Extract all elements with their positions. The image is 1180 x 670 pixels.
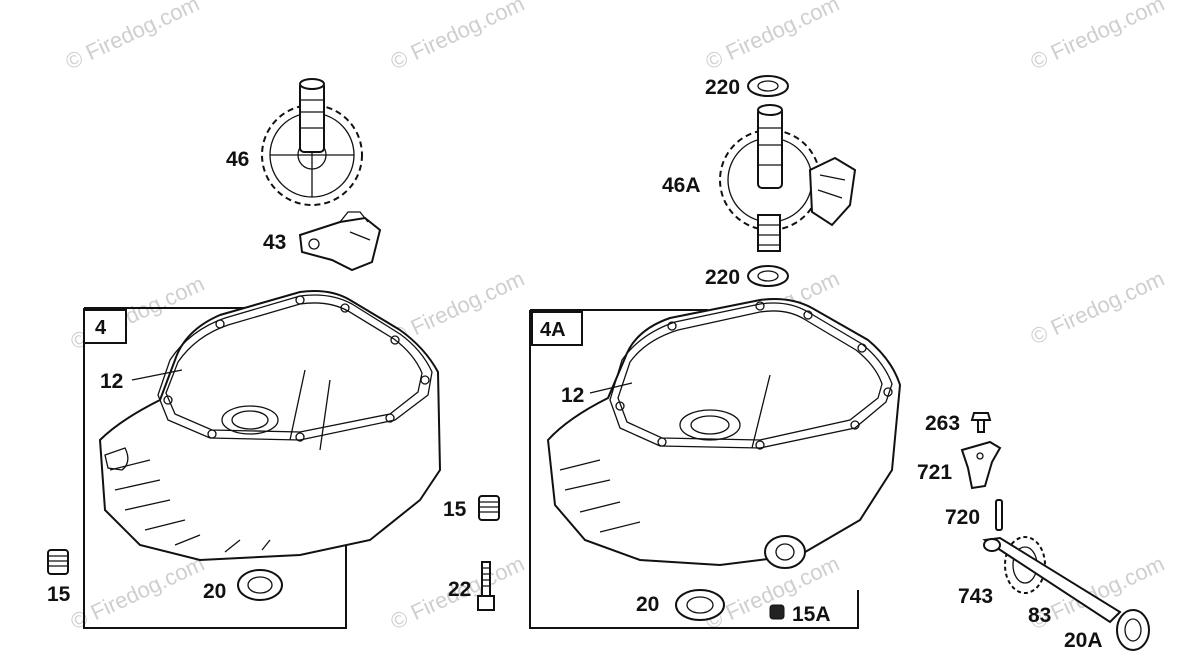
callout-label-46: 46 — [226, 148, 249, 171]
callout-frame-4a — [529, 309, 859, 629]
callout-label-15a: 15A — [792, 603, 831, 626]
part-83-shaft: 83 — [982, 536, 1122, 627]
callout-frame-4 — [83, 307, 347, 629]
part-22-bolt: 22 — [448, 561, 495, 611]
callout-label-15: 15 — [47, 583, 71, 606]
part-20a-seal: 20A — [1064, 609, 1150, 652]
sump-assembly-4a: 4A 12 — [529, 298, 902, 629]
part-15a-plug: 15A — [769, 603, 831, 626]
engine-sump-4 — [98, 290, 442, 562]
part-220-washer-top: 220 — [705, 75, 789, 99]
part-720-pin: 720 — [945, 499, 1003, 531]
engine-sump-4a — [546, 298, 902, 567]
callout-label-43: 43 — [263, 231, 286, 254]
callout-label-720: 720 — [945, 506, 980, 529]
part-46a-camshaft: 46A — [662, 104, 857, 252]
part-43-release: 43 — [263, 211, 382, 272]
part-220-washer-bottom: 220 — [705, 265, 789, 289]
sump-assembly-4: 4 12 — [83, 290, 442, 629]
callout-label-12: 12 — [561, 384, 584, 407]
callout-label-20: 20 — [636, 593, 659, 616]
part-721-bracket: 721 — [917, 440, 1002, 490]
part-15-plug-middle: 15 — [443, 495, 500, 521]
callout-label-220: 220 — [705, 266, 740, 289]
watermark: © Firedog.com — [1027, 0, 1169, 75]
watermark: © Firedog.com — [702, 0, 844, 75]
part-263-bolt: 263 — [925, 412, 992, 435]
watermark: © Firedog.com — [67, 551, 209, 635]
callout-label-220: 220 — [705, 76, 740, 99]
part-15-plug-left: 15 — [47, 549, 71, 606]
callout-label-12: 12 — [100, 370, 123, 393]
watermark: © Firedog.com — [62, 0, 204, 75]
callout-label-743: 743 — [958, 585, 993, 608]
watermark: © Firedog.com — [387, 0, 529, 75]
callout-label-20: 20 — [203, 580, 226, 603]
watermark: © Firedog.com — [1027, 266, 1169, 350]
callout-label-83: 83 — [1028, 604, 1051, 627]
callout-label-22: 22 — [448, 578, 471, 601]
callout-label-721: 721 — [917, 461, 952, 484]
callout-label-15: 15 — [443, 498, 467, 521]
callout-label-4: 4 — [95, 317, 107, 339]
part-20-seal-right: 20 — [636, 589, 725, 621]
callout-label-46a: 46A — [662, 174, 701, 197]
callout-box-4 — [83, 309, 127, 344]
callout-label-263: 263 — [925, 412, 960, 435]
callout-label-4a: 4A — [540, 319, 566, 341]
part-46-camshaft: 46 — [226, 78, 363, 206]
part-20-seal-left: 20 — [203, 569, 283, 603]
callout-box-4a — [531, 311, 583, 346]
callout-label-20a: 20A — [1064, 629, 1103, 652]
